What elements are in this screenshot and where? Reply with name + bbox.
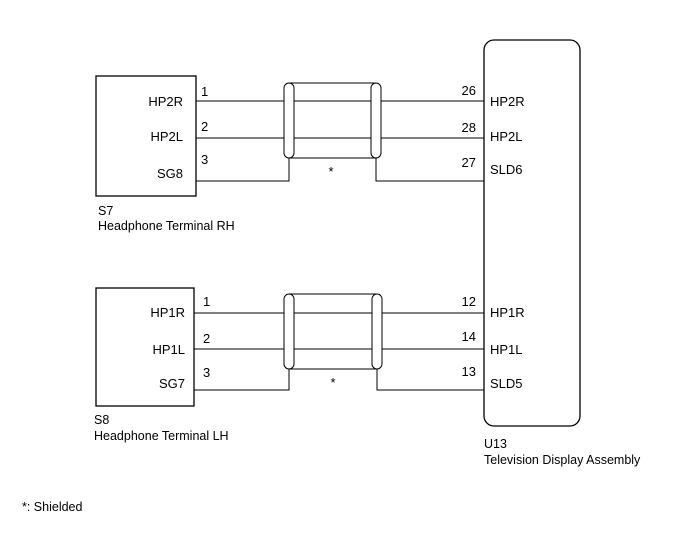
s7-pin-label-3: SG8 — [157, 166, 183, 181]
u13-pin-label-sld6: SLD6 — [490, 162, 523, 177]
s7-pin-label-2: HP2L — [150, 129, 183, 144]
s8-name: Headphone Terminal LH — [94, 429, 229, 443]
s8-pin-label-2: HP1L — [152, 342, 185, 357]
u13-pin-number-26: 26 — [462, 83, 476, 98]
u13-pin-label-sld5: SLD5 — [490, 376, 523, 391]
s7-pin-number-3: 3 — [201, 152, 208, 167]
shield-legend: *: Shielded — [22, 500, 83, 514]
shield-mark-upper: * — [328, 164, 333, 179]
u13-pin-label-hp2l: HP2L — [490, 129, 523, 144]
s7-pin-label-1: HP2R — [148, 94, 183, 109]
s7-pin-number-1: 1 — [201, 84, 208, 99]
shield-right-ellipse — [370, 82, 382, 159]
shield-left-ellipse-lower — [283, 293, 295, 370]
connector-s8-box — [95, 287, 195, 407]
u13-pin-number-12: 12 — [462, 294, 476, 309]
wire-sld5 — [376, 369, 484, 391]
shield-mark-lower: * — [330, 375, 335, 390]
u13-pin-number-13: 13 — [462, 364, 476, 379]
s7-name: Headphone Terminal RH — [98, 219, 235, 233]
u13-pin-label-hp1r: HP1R — [490, 305, 525, 320]
s8-pin-label-3: SG7 — [159, 376, 185, 391]
assembly-box — [483, 39, 581, 427]
wire-sld6 — [375, 158, 484, 182]
s8-pin-label-1: HP1R — [150, 305, 185, 320]
u13-pin-label-hp2r: HP2R — [490, 94, 525, 109]
s7-pin-number-2: 2 — [201, 119, 208, 134]
u13-pin-number-14: 14 — [462, 329, 476, 344]
u13-pin-number-27: 27 — [462, 155, 476, 170]
s8-pin-number-2: 2 — [203, 331, 210, 346]
s8-pin-number-1: 1 — [203, 294, 210, 309]
connector-s7-box — [95, 75, 197, 197]
s8-pin-number-3: 3 — [203, 365, 210, 380]
u13-pin-label-hp1l: HP1L — [490, 342, 523, 357]
assembly-name: Television Display Assembly — [484, 453, 641, 467]
shield-left-ellipse — [283, 82, 295, 159]
wire-sg7 — [194, 369, 290, 391]
assembly-code: U13 — [484, 437, 507, 451]
u13-pin-number-28: 28 — [462, 120, 476, 135]
shield-right-ellipse-lower — [371, 293, 383, 370]
s8-code: S8 — [94, 413, 109, 427]
wire-sg8 — [196, 158, 290, 182]
s7-code: S7 — [98, 204, 113, 218]
